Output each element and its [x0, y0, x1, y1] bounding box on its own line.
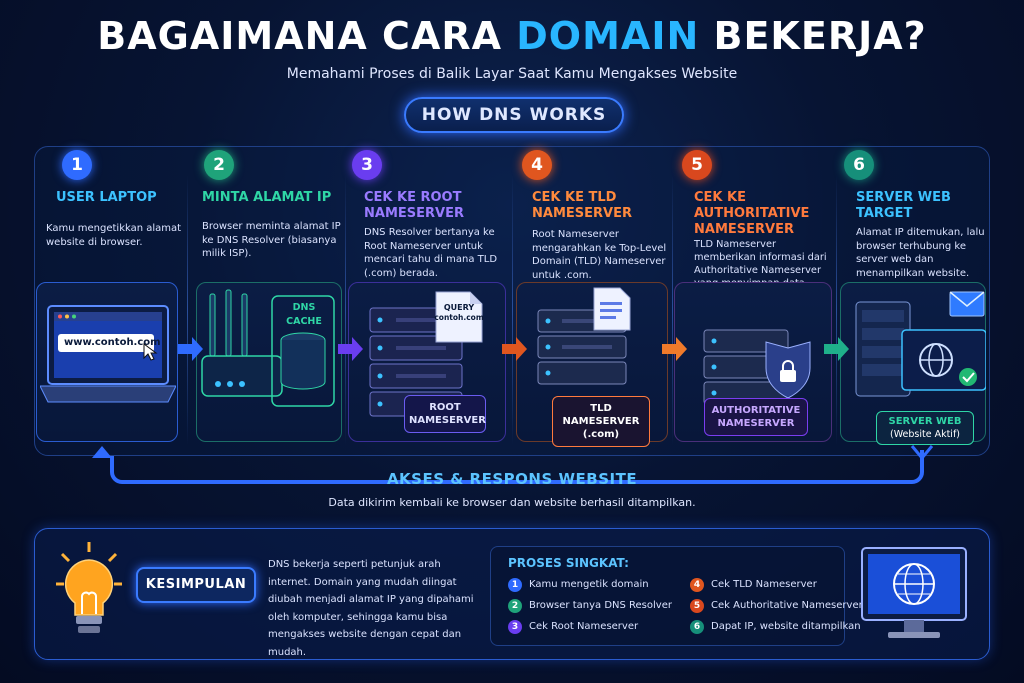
url-text: www.contoh.com	[64, 337, 161, 348]
return-flow-title: AKSES & RESPONS WEBSITE	[386, 470, 638, 488]
step-number: 1	[62, 150, 92, 180]
how-dns-badge: HOW DNS WORKS	[404, 97, 624, 133]
step-desc: DNS Resolver bertanya ke Root Nameserver…	[364, 227, 498, 279]
conclusion-text: DNS bekerja seperti petunjuk arah intern…	[268, 559, 474, 658]
step-title: USER LAPTOP	[56, 190, 157, 205]
step-title: MINTA ALAMAT IP	[202, 190, 332, 205]
flow-arrow-icon	[338, 337, 363, 361]
step-title: CEK KE ROOT NAMESERVER	[364, 190, 464, 221]
divider	[345, 175, 346, 445]
authoritative-nameserver-tag: AUTHORITATIVE NAMESERVER	[704, 398, 808, 436]
summary-box	[490, 546, 845, 646]
laptop-icon	[40, 305, 176, 403]
conclusion-button: KESIMPULAN	[136, 567, 256, 603]
step-1: 1 USER LAPTOP Kamu mengetikkan alamat we…	[36, 146, 184, 446]
step-5: 5 CEK KE AUTHORITATIVE NAMESERVER TLD Na…	[674, 146, 834, 446]
document-icon	[593, 287, 631, 331]
monitor-globe-icon	[861, 547, 967, 638]
query-label: QUERY	[443, 303, 475, 312]
step-title: SERVER WEB TARGET	[856, 190, 951, 221]
return-flow-desc: Data dikirim kembali ke browser dan webs…	[328, 496, 696, 509]
lightbulb-icon	[56, 542, 122, 633]
summary-title: PROSES SINGKAT:	[508, 556, 629, 570]
divider	[672, 175, 673, 445]
router-icon	[201, 289, 335, 407]
step-number: 6	[844, 150, 874, 180]
webserver-icon	[855, 291, 986, 397]
flow-arrow-icon	[662, 337, 687, 361]
page-title: BAGAIMANA CARA DOMAIN BEKERJA?	[0, 14, 1024, 58]
step-number: 4	[522, 150, 552, 180]
title-post: BEKERJA?	[699, 14, 927, 58]
step-6: 6 SERVER WEB TARGET Alamat IP ditemukan,…	[840, 146, 990, 446]
step-desc: Root Nameserver mengarahkan ke Top-Level…	[532, 229, 667, 281]
divider	[836, 175, 837, 445]
tld-nameserver-tag: TLD NAMESERVER (.com)	[552, 396, 650, 447]
divider	[512, 175, 513, 445]
flow-arrow-icon	[502, 337, 527, 361]
dns-cache-label: DNS CACHE	[286, 302, 322, 327]
flow-arrow-icon	[824, 337, 849, 361]
webserver-tag-sub: (Website Aktif)	[889, 429, 960, 440]
query-doc-icon	[435, 291, 483, 343]
step-number: 2	[204, 150, 234, 180]
step-4: 4 CEK KE TLD NAMESERVER Root Nameserver …	[516, 146, 670, 447]
webserver-tag: SERVER WEB (Website Aktif)	[876, 411, 974, 445]
step-desc: Browser meminta alamat IP ke DNS Resolve…	[202, 221, 341, 259]
authoritative-server-icon	[703, 329, 811, 405]
divider	[187, 175, 188, 445]
step-number: 3	[352, 150, 382, 180]
step-2: 2 MINTA ALAMAT IP Browser meminta alamat…	[192, 146, 342, 446]
step-desc: Kamu mengetikkan alamat website di brows…	[46, 223, 182, 248]
flow-arrow-icon	[178, 337, 203, 361]
query-domain: contoh.com	[434, 313, 484, 322]
page-subtitle: Memahami Proses di Balik Layar Saat Kamu…	[286, 66, 738, 82]
root-nameserver-tag: ROOT NAMESERVER	[404, 395, 486, 433]
title-highlight: DOMAIN	[516, 14, 700, 58]
step-number: 5	[682, 150, 712, 180]
step-title: CEK KE AUTHORITATIVE NAMESERVER	[694, 190, 810, 237]
step-3: 3 CEK KE ROOT NAMESERVER DNS Resolver be…	[348, 146, 510, 446]
step-desc: Alamat IP ditemukan, lalu browser terhub…	[856, 227, 985, 279]
step-title: CEK KE TLD NAMESERVER	[532, 190, 632, 221]
return-arrow-icon	[92, 445, 934, 484]
webserver-tag-title: SERVER WEB	[888, 416, 962, 427]
title-pre: BAGAIMANA CARA	[97, 14, 517, 58]
